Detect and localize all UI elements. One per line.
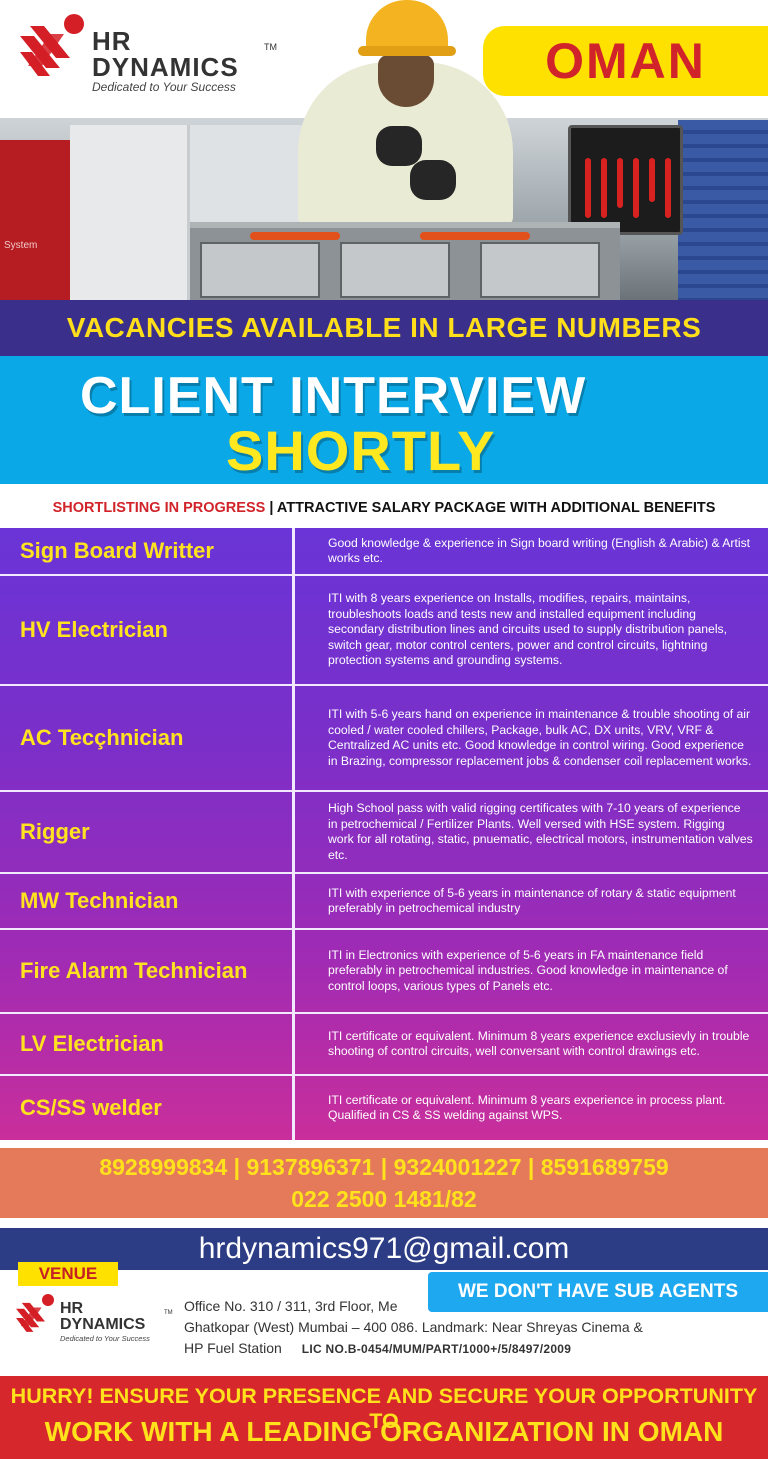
logo-name-line2: DYNAMICS [60,1316,146,1333]
job-title: Rigger [0,792,295,872]
job-title: CS/SS welder [0,1076,295,1140]
job-row: MW Technician ITI with experience of 5-6… [0,874,768,930]
salary-text: ATTRACTIVE SALARY PACKAGE WITH ADDITIONA… [276,500,716,516]
logo-dot [64,14,84,34]
vacancies-banner: VACANCIES AVAILABLE IN LARGE NUMBERS [0,300,768,356]
phone-banner: 8928999834 | 9137896371 | 9324001227 | 8… [0,1148,768,1218]
hero-worker-glove-right [410,160,456,200]
address-line2: Ghatkopar (West) Mumbai – 400 086. Landm… [184,1319,643,1335]
job-row: HV Electrician ITI with 8 years experien… [0,576,768,686]
job-title: AC Tecçhnician [0,686,295,790]
job-row: Sign Board Writter Good knowledge & expe… [0,528,768,576]
hero-worker-face [378,55,434,107]
shortlisting-strip: SHORTLISTING IN PROGRESS | ATTRACTIVE SA… [0,494,768,522]
hero-toolcase [568,125,683,235]
address-line1: Office No. 310 / 311, 3rd Floor, Me [184,1298,398,1314]
sub-agents-notice: WE DON'T HAVE SUB AGENTS [428,1272,768,1312]
hero-helmet-brim [358,46,456,56]
logo-tagline: Dedicated to Your Success [92,80,236,94]
logo-name-line2: DYNAMICS [92,52,239,82]
job-description: ITI certificate or equivalent. Minimum 8… [328,1092,726,1123]
license-number: LIC NO.B-0454/MUM/PART/1000+/5/8497/2009 [301,1342,572,1356]
country-badge: OMAN [483,26,768,96]
hero-blue-rack [678,120,768,300]
logo-name-line1: HR [92,26,132,56]
job-title: LV Electrician [0,1014,295,1074]
address-landmark: HP Fuel Station [184,1340,282,1356]
venue-address: Office No. 310 / 311, 3rd Floor, Me Ghat… [184,1296,704,1360]
job-description: ITI with 5-6 years hand on experience in… [328,707,752,768]
job-row: Rigger High School pass with valid riggi… [0,792,768,874]
logo-tagline: Dedicated to Your Success [60,1334,150,1343]
logo-name-line1: HR [60,1300,84,1317]
jobs-table: Sign Board Writter Good knowledge & expe… [0,528,768,1140]
logo-dot [42,1294,54,1306]
venue-label: VENUE [18,1262,118,1286]
job-row: AC Tecçhnician ITI with 5-6 years hand o… [0,686,768,792]
interview-line2: SHORTLY [226,419,496,482]
interview-banner: CLIENT INTERVIEW SHORTLY [0,356,768,484]
footer-banner: HURRY! ENSURE YOUR PRESENCE AND SECURE Y… [0,1376,768,1459]
job-description: Good knowledge & experience in Sign boar… [328,535,751,566]
job-description: ITI in Electronics with experience of 5-… [328,947,728,993]
job-title: Sign Board Writter [0,528,295,574]
footer-line2: WORK WITH A LEADING ORGANIZATION IN OMAN [44,1416,724,1447]
footer-line1: HURRY! ENSURE YOUR PRESENCE AND SECURE Y… [10,1384,758,1433]
job-description: ITI with experience of 5-6 years in main… [328,885,736,916]
job-title: Fire Alarm Technician [0,930,295,1012]
job-row: Fire Alarm Technician ITI in Electronics… [0,930,768,1014]
job-title: MW Technician [0,874,295,928]
interview-line1: CLIENT INTERVIEW [80,367,587,425]
job-description: ITI certificate or equivalent. Minimum 8… [328,1028,750,1059]
job-description: High School pass with valid rigging cert… [328,801,753,862]
address-line3: HP Fuel Station LIC NO.B-0454/MUM/PART/1… [184,1338,704,1360]
hero-red-wall: System [0,140,70,300]
hr-dynamics-logo-icon [16,1302,46,1332]
hero-battery-pack [190,222,620,300]
shortlisting-text: SHORTLISTING IN PROGRESS [52,500,266,516]
email-link[interactable]: hrdynamics971@gmail.com [0,1228,768,1270]
landline-number[interactable]: 022 2500 1481/82 [291,1186,477,1212]
company-logo: HR DYNAMICS TM Dedicated to Your Success [20,14,290,98]
phone-numbers[interactable]: 8928999834 | 9137896371 | 9324001227 | 8… [99,1154,669,1180]
shortlisting-separator: | [269,500,274,516]
logo-trademark: TM [164,1310,173,1316]
logo-trademark: TM [264,42,277,52]
job-title: HV Electrician [0,576,295,684]
hero-shelf [70,125,190,300]
venue-logo: HR DYNAMICS TM Dedicated to Your Success [16,1294,176,1354]
job-row: LV Electrician ITI certificate or equiva… [0,1014,768,1076]
hero-worker-glove-left [376,126,422,166]
job-description: ITI with 8 years experience on Installs,… [328,591,728,668]
hr-dynamics-logo-icon [20,26,70,76]
job-row: CS/SS welder ITI certificate or equivale… [0,1076,768,1140]
